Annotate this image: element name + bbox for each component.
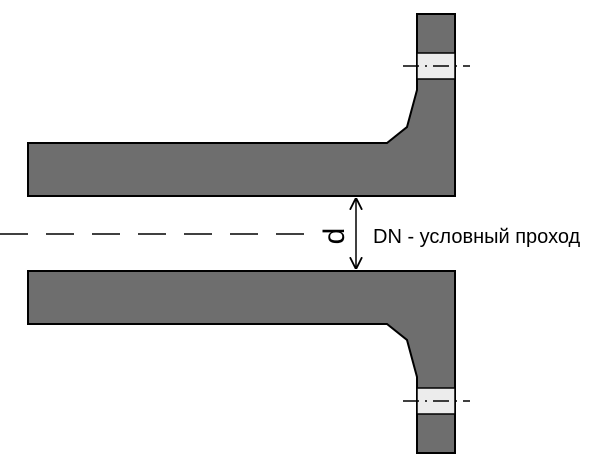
caption-text: DN - условный проход bbox=[373, 226, 581, 248]
upper-pipe-flange bbox=[27, 13, 456, 197]
lower-pipe-flange bbox=[27, 270, 456, 454]
dimension-symbol: d bbox=[318, 228, 351, 245]
